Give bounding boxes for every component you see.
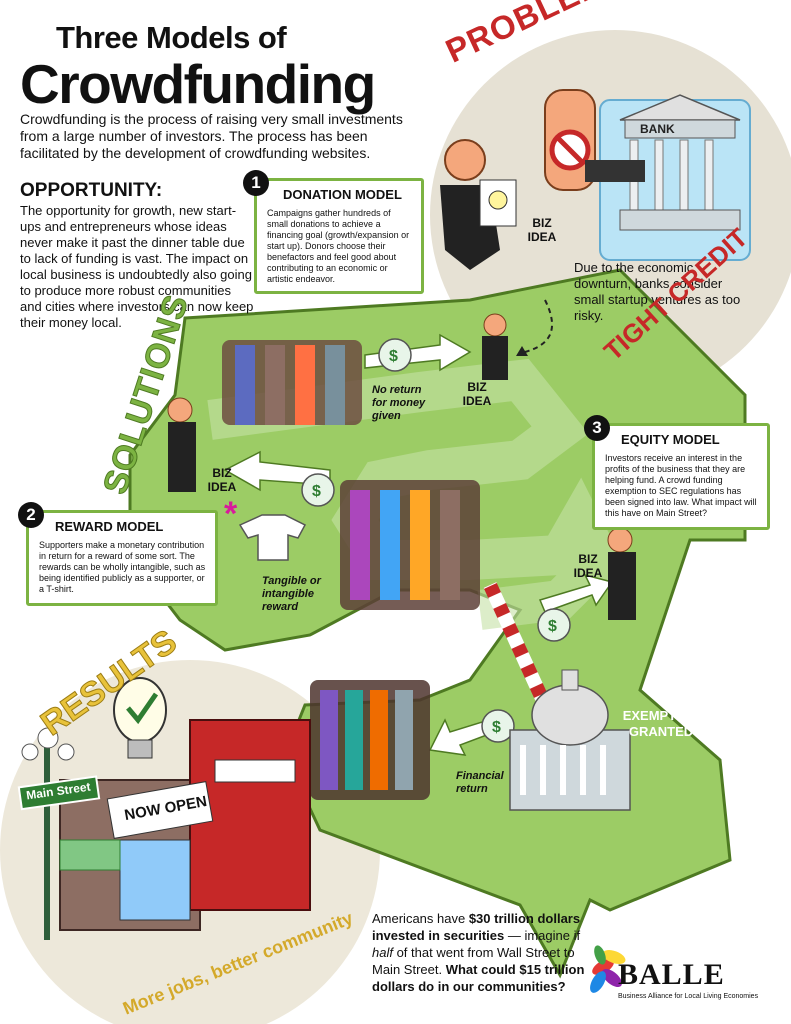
problem-biz-idea: BIZ IDEA: [527, 216, 557, 244]
balle-subtitle: Business Alliance for Local Living Econo…: [618, 993, 759, 1000]
opportunity-text: The opportunity for growth, new start-up…: [20, 203, 254, 330]
problem-description: Due to the economic downturn, banks cons…: [574, 260, 741, 323]
reward-model-text: Supporters make a monetary contribution …: [39, 540, 206, 594]
businessman-donation: [482, 313, 508, 380]
donation-model-box: DONATION MODEL Campaigns gather hundreds…: [254, 178, 424, 294]
americans-mid2: of that went from Wall Street to Main St…: [372, 945, 575, 977]
bank-building: [599, 94, 751, 261]
americans-statement: Americans have $30 trillion dollars inve…: [372, 910, 602, 995]
americans-mid: — imagine if: [504, 928, 581, 943]
reward-model-number: 2: [18, 502, 44, 528]
equity-biz-idea: BIZ IDEA: [573, 552, 603, 580]
storefront: [59, 719, 311, 931]
americans-bold1: $30 trillion dollars invested in securit…: [372, 911, 581, 943]
donation-model-number: 1: [243, 170, 269, 196]
dashed-arrow: [524, 299, 554, 353]
lamp-post: [21, 727, 75, 940]
americans-italic: half: [372, 945, 393, 960]
stop-hand: [544, 89, 645, 191]
businessman-problem: [440, 139, 517, 270]
equity-model-box: EQUITY MODEL Investors receive an intere…: [592, 423, 770, 530]
americans-pre: Americans have: [372, 911, 469, 926]
exemption-granted-label: EXEMPTION GRANTED: [622, 708, 700, 739]
equity-model-text: Investors receive an interest in the pro…: [605, 453, 757, 518]
businessman-equity: [607, 527, 636, 620]
reward-model-title: REWARD MODEL: [55, 519, 164, 534]
money-bag-4: $: [481, 709, 515, 743]
reward-model-box: REWARD MODEL Supporters make a monetary …: [26, 510, 218, 606]
svg-text:$: $: [389, 348, 398, 365]
donation-model-text: Campaigns gather hundreds of small donat…: [267, 208, 410, 284]
tangible-caption: Tangible or intangible reward: [262, 575, 321, 613]
crowd-equity: [310, 680, 430, 800]
svg-text:$: $: [312, 483, 321, 500]
street-sign-plate: [17, 775, 101, 811]
crowd-reward: [340, 480, 480, 610]
money-bag-1: $: [378, 338, 412, 372]
no-return-caption: No return for money given: [372, 384, 426, 422]
intro-text: Crowdfunding is the process of raising v…: [20, 111, 403, 161]
barrier-gate: [483, 582, 552, 708]
balle-logo-mark: [590, 945, 626, 993]
donation-model-title: DONATION MODEL: [283, 187, 402, 202]
americans-bold2: What could $15 trillion dollars do in ou…: [372, 962, 585, 994]
tshirt: [238, 514, 307, 561]
svg-text:$: $: [492, 719, 501, 736]
financial-return-caption: Financial return: [456, 770, 504, 795]
reward-biz-idea: BIZ IDEA: [207, 466, 237, 494]
equity-model-title: EQUITY MODEL: [621, 432, 720, 447]
lightbulb-check: [113, 677, 167, 759]
balle-logo: BALLE: [618, 958, 725, 991]
equity-model-number: 3: [584, 415, 610, 441]
crowd-donation: [222, 340, 362, 425]
money-bag-2: $: [301, 473, 335, 507]
title-line2: Crowdfunding: [20, 53, 376, 115]
title-line1: Three Models of: [56, 20, 287, 55]
svg-text:$: $: [548, 618, 557, 635]
bank-label: BANK: [640, 122, 675, 136]
opportunity-heading: OPPORTUNITY:: [20, 180, 163, 201]
asterisk: *: [224, 495, 238, 533]
businessman-reward: [167, 397, 196, 492]
capitol-building: [509, 669, 631, 811]
donation-biz-idea: BIZ IDEA: [462, 380, 492, 408]
money-bag-3: $: [537, 608, 571, 642]
